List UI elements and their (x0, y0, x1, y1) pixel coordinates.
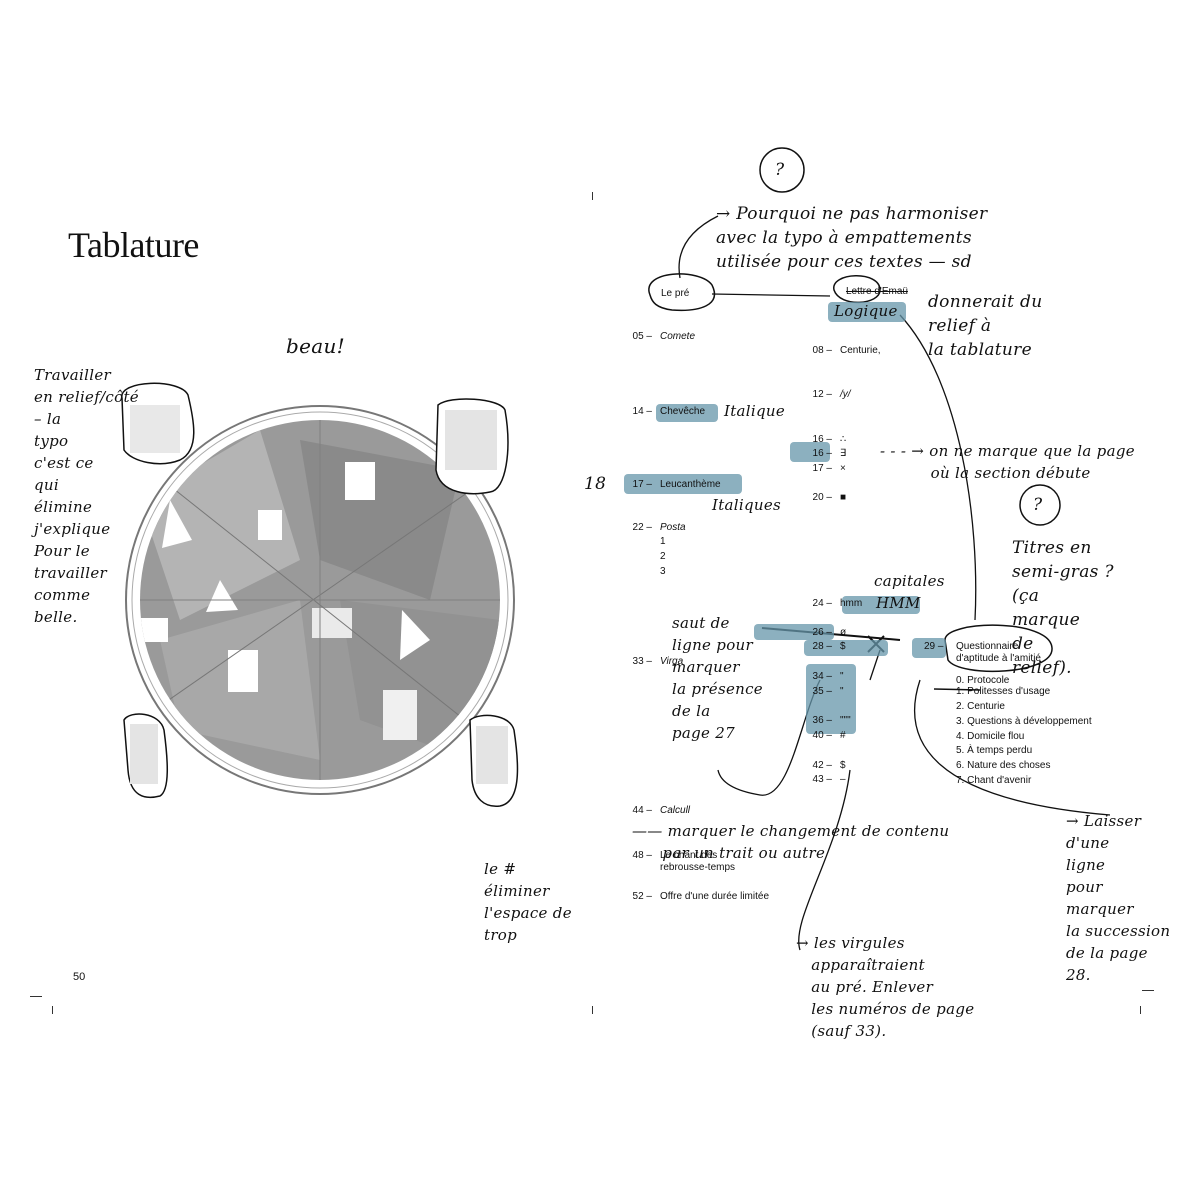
toc-entry[interactable]: 05 –Comete (632, 331, 696, 342)
toc-entry[interactable]: 42 –$ (812, 760, 846, 771)
toc-entry[interactable]: 17 –Leucanthème (632, 479, 721, 490)
toc-entry-continued: rebrousse-temps (660, 862, 736, 873)
highlight (624, 474, 742, 494)
toc-entry[interactable]: 36 –""" (812, 715, 851, 726)
toc-entry-lettre[interactable]: Lettre d'Emaü (846, 286, 908, 297)
toc-subentry: 2 (660, 551, 666, 562)
crop-mark (592, 192, 593, 200)
note-question-mark: ? (1033, 495, 1043, 515)
toc-entry[interactable]: 16 –∃ (812, 448, 847, 459)
page-number: 50 (73, 971, 86, 983)
note-logique: Logique (834, 302, 898, 320)
note-italiques: Italiques (712, 496, 782, 514)
highlight (842, 596, 920, 614)
questionnaire-item: 0. Protocole (956, 675, 1010, 686)
toc-entry[interactable]: 44 –Calcull (632, 805, 691, 816)
crop-mark (1142, 990, 1154, 991)
toc-entry[interactable]: 24 –hmm (812, 598, 863, 609)
note-saut: saut de ligne pour marquer la présence d… (672, 614, 763, 742)
questionnaire-item: 3. Questions à développement (956, 716, 1092, 727)
questionnaire-item: 4. Domicile flou (956, 731, 1025, 742)
note-espace: le # éliminer l'espace de trop (484, 860, 572, 944)
note-relief: donnerait du relief à la tablature (928, 292, 1043, 360)
note-18: 18 (584, 474, 607, 494)
toc-subentry: 3 (660, 566, 666, 577)
toc-entry-le-pre[interactable]: Le pré (661, 288, 690, 299)
questionnaire-title-line-1[interactable]: Questionnaire (956, 641, 1019, 652)
toc-entry[interactable]: 14 –Chevêche (632, 406, 706, 417)
note-laisser: → Laisser d'une ligne pour marquer la su… (1066, 812, 1171, 984)
crop-mark (30, 996, 42, 997)
crop-mark (52, 1006, 53, 1014)
toc-entry[interactable]: 16 –∴ (812, 434, 847, 445)
toc-entry[interactable]: 33 –Virga (632, 656, 684, 667)
questionnaire-item: 7. Chant d'avenir (956, 775, 1032, 786)
note-beau: beau! (286, 334, 345, 358)
page-title: Tablature (68, 225, 199, 265)
toc-entry[interactable]: 20 –■ (812, 492, 847, 503)
toc-entry[interactable]: 43 –– (812, 774, 846, 785)
note-italique: Italique (724, 402, 786, 420)
highlight (912, 638, 946, 658)
highlight (828, 302, 906, 322)
highlight (804, 640, 888, 656)
toc-entry[interactable]: 35 –" (812, 686, 844, 697)
toc-entry[interactable]: 17 –× (812, 463, 846, 474)
note-virgules: → les virgules apparaîtraient au pré. En… (796, 934, 975, 1040)
questionnaire-title-line-2[interactable]: d'aptitude à l'amitié (956, 653, 1041, 664)
note-hmm-caps: HMM (876, 594, 921, 612)
toc-entry[interactable]: 48 –Le chant des (632, 850, 718, 861)
highlight (754, 624, 834, 640)
highlight (806, 664, 856, 734)
questionnaire-number: 29 – (924, 641, 944, 652)
toc-entry[interactable]: 28 –$ (812, 641, 846, 652)
toc-entry[interactable]: 08 –Centurie, (812, 345, 881, 356)
questionnaire-item: 2. Centurie (956, 701, 1005, 712)
toc-entry[interactable]: 12 –/y/ (812, 389, 851, 400)
note-page: - - - → on ne marque que la page où la s… (880, 442, 1135, 482)
crop-mark (1140, 1006, 1141, 1014)
toc-entry[interactable]: 40 –# (812, 730, 846, 741)
note-changement: —— marquer le changement de contenu par … (632, 822, 950, 862)
questionnaire-item: 1. Politesses d'usage (956, 686, 1051, 697)
toc-entry[interactable]: 52 –Offre d'une durée limitée (632, 891, 770, 902)
crop-mark (592, 1006, 593, 1014)
note-question-mark: ? (775, 160, 785, 180)
toc-entry[interactable]: 26 –ø (812, 627, 847, 638)
questionnaire-item: 6. Nature des choses (956, 760, 1051, 771)
note-titres: Titres en semi-gras ? (ça marque de reli… (1012, 538, 1114, 678)
note-travailler: Travailler en relief/côté – la typo c'es… (34, 366, 139, 626)
toc-entry[interactable]: 22 –Posta (632, 522, 686, 533)
highlight (790, 442, 830, 462)
toc-entry[interactable]: 34 –" (812, 671, 844, 682)
note-pourquoi: → Pourquoi ne pas harmoniser avec la typ… (716, 204, 988, 272)
note-capitales: capitales (874, 572, 945, 590)
toc-subentry: 1 (660, 536, 666, 547)
highlight (656, 404, 718, 422)
questionnaire-item: 5. À temps perdu (956, 745, 1033, 756)
